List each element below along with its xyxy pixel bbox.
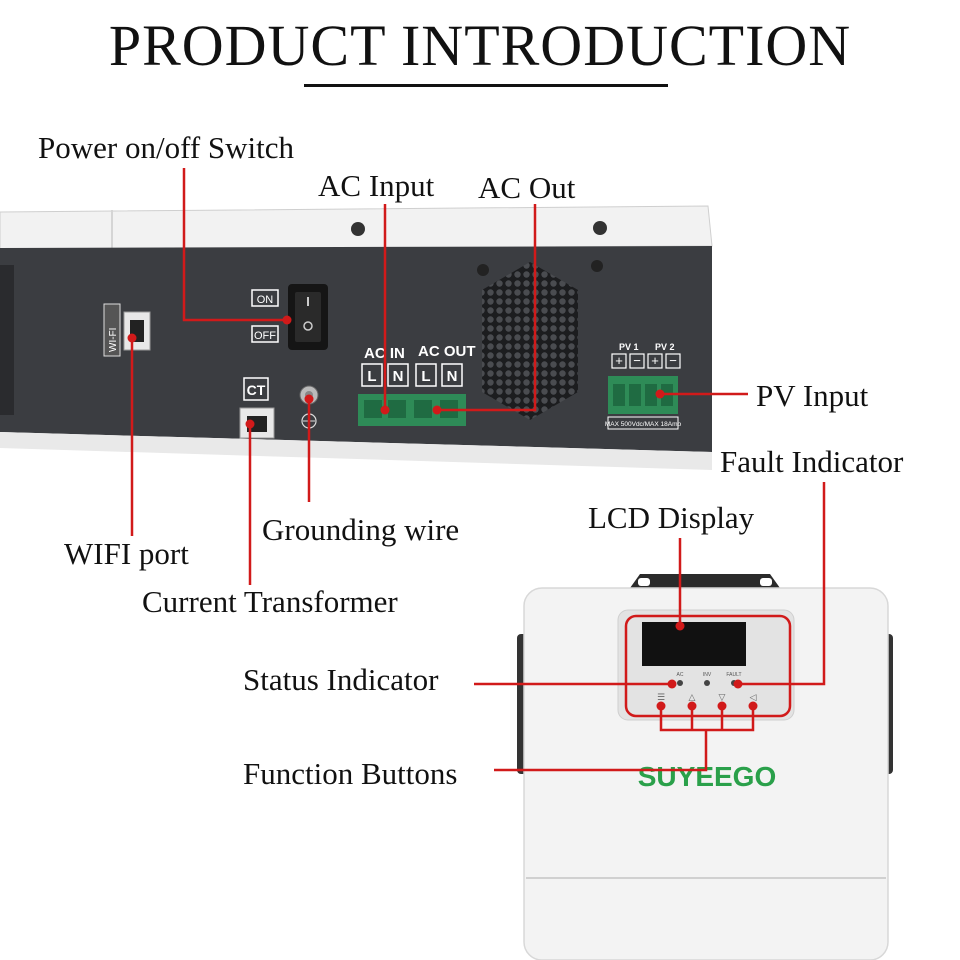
svg-text:L: L (421, 368, 430, 385)
led-fault-label: FAULT (726, 672, 741, 678)
callout-fault-indicator: Fault Indicator (720, 444, 904, 479)
screw-icon (591, 260, 603, 272)
menu-icon: ☰ (657, 692, 665, 702)
wifi-port-label: WI-FI (108, 328, 119, 352)
pv2-label: PV 2 (655, 342, 675, 352)
svg-text:N: N (447, 368, 458, 385)
screw-icon (351, 222, 365, 236)
callout-grounding-wire: Grounding wire (262, 512, 460, 547)
callout-pv-input: PV Input (756, 378, 869, 413)
callout-function-buttons: Function Buttons (243, 756, 458, 791)
title-underline (304, 84, 668, 87)
minus-icon (665, 353, 681, 369)
ct-port: CT (239, 377, 275, 439)
terminal-letter-l: L (415, 363, 437, 387)
led-ac-label: AC (677, 672, 684, 678)
pv1-label: PV 1 (619, 342, 639, 352)
ac-terminal-block: AC IN AC OUT L N L N (358, 343, 476, 426)
callout-current-transformer: Current Transformer (142, 584, 398, 619)
terminal-letter-l: L (361, 363, 383, 387)
plus-icon (647, 353, 663, 369)
ct-label: CT (247, 382, 266, 398)
led-inv-label: INV (703, 672, 712, 678)
minus-icon (629, 353, 645, 369)
front-unit: AC INV FAULT ☰ △ ▽ ◁ SUYEEGO (517, 574, 893, 960)
callout-wifi-port: WIFI port (64, 536, 189, 571)
terminal-letter-n: N (387, 363, 409, 387)
off-label: OFF (254, 330, 276, 342)
plus-icon (611, 353, 627, 369)
svg-text:N: N (393, 368, 404, 385)
ac-out-label: AC OUT (418, 343, 476, 360)
inverter-led (704, 680, 710, 686)
svg-text:−: − (633, 353, 641, 368)
page-title: PRODUCT INTRODUCTION (108, 13, 852, 78)
svg-text:L: L (367, 368, 376, 385)
callout-ac-out: AC Out (478, 170, 576, 205)
callout-ac-input: AC Input (318, 168, 435, 203)
svg-text:+: + (615, 353, 623, 368)
callout-lines (130, 168, 826, 772)
svg-text:+: + (651, 353, 659, 368)
terminal-letter-n: N (441, 363, 463, 387)
callout-power-switch: Power on/off Switch (38, 130, 295, 165)
wifi-port: WI-FI (103, 303, 151, 357)
up-icon: △ (689, 692, 696, 702)
status-led (677, 680, 683, 686)
svg-text:−: − (669, 353, 677, 368)
screw-icon (593, 221, 607, 235)
rear-unit: WI-FI ON OFF CT (0, 205, 713, 470)
on-label: ON (257, 294, 274, 306)
enter-icon: ◁ (750, 692, 757, 702)
callout-status-indicator: Status Indicator (243, 662, 439, 697)
pv-rating-label: MAX 500Vdc/MAX 18Amp (605, 421, 682, 428)
lcd-screen (642, 622, 746, 666)
screw-icon (477, 264, 489, 276)
fan-grille (482, 262, 578, 420)
down-icon: ▽ (719, 692, 726, 702)
power-switch: ON OFF (251, 284, 328, 350)
callout-lcd-display: LCD Display (588, 500, 755, 535)
callout-dots (127, 315, 758, 711)
